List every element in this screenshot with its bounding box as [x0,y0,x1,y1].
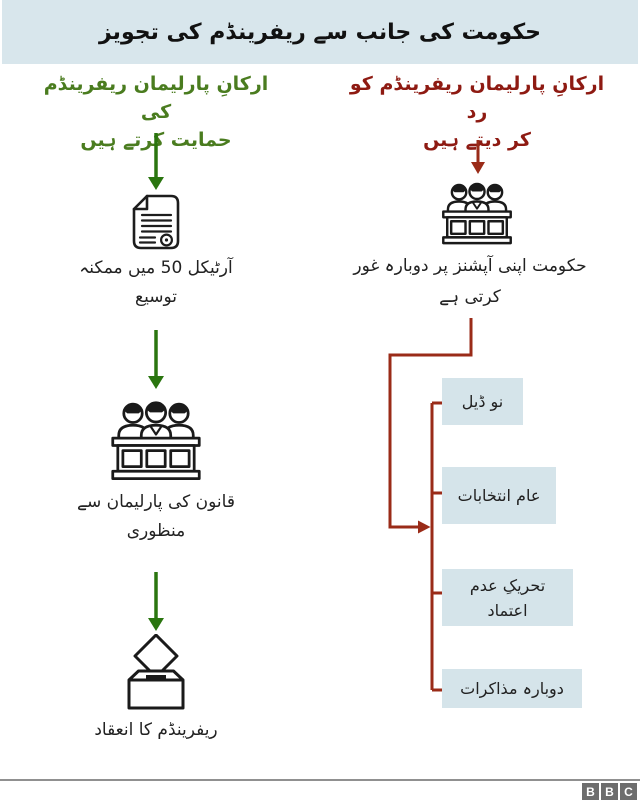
options-stubs [432,401,442,692]
bbc-logo-block-2: B [601,783,618,800]
option-no-confidence-motion: تحریکِ عدم اعتماد [442,569,573,626]
left-branch-header-line2: حمایت کرتے ہیں [80,129,232,151]
reconsider-options-line1: حکومت اپنی آپشنز پر دوبارہ غور [353,256,587,276]
right-branch-header: ارکانِ پارلیمان ریفرینڈم کو رد کر دیتے ہ… [348,70,606,154]
left-branch-header: ارکانِ پارلیمان ریفرینڈم کی حمایت کرتے ہ… [28,70,284,154]
desk [442,210,512,245]
parliament-approval-line1: قانون کی پارلیمان سے [77,492,235,512]
green-arrow-3-head [148,618,164,631]
parliament-approval-label: قانون کی پارلیمان سے منظوری [46,488,266,546]
left-branch-header-line1: ارکانِ پارلیمان ریفرینڈم کی [43,73,269,123]
ballot-box-icon [127,634,185,710]
title-bar: حکومت کی جانب سے ریفرینڈم کی تجویز [2,0,638,64]
document-icon [132,194,180,250]
bbc-logo-block-1: B [582,783,599,800]
referendum-held-label: ریفرینڈم کا انعقاد [56,716,256,745]
parliament-icon [111,401,201,481]
person-left [117,402,149,442]
green-arrow-2-head [148,376,164,389]
article50-label-line1: آرٹیکل 50 میں ممکنہ [79,258,233,278]
parliament-icon [442,182,512,245]
option-no-deal: نو ڈیل [442,378,523,425]
right-branch-header-line2: کر دیتے ہیں [423,129,531,151]
referendum-held-line1: ریفرینڈم کا انعقاد [94,720,218,740]
right-branch-header-line1: ارکانِ پارلیمان ریفرینڈم کو رد [349,73,605,123]
green-arrow-1-head [148,177,164,190]
bbc-logo: B B C [582,783,637,800]
article50-label-line2: توسیع [135,287,177,307]
reconsider-options-label: حکومت اپنی آپشنز پر دوبارہ غور کرتی ہے [346,251,594,313]
option-renegotiation: دوبارہ مذاکرات [442,669,582,708]
page-title: حکومت کی جانب سے ریفرینڈم کی تجویز [99,19,541,45]
options-connector-arrowhead [418,520,431,534]
reconsider-options-line2: کرتی ہے [439,287,501,307]
footer-divider [0,779,640,781]
desk [111,436,201,481]
bbc-logo-block-3: C [620,783,637,800]
person-middle [464,182,490,215]
person-middle [139,401,173,442]
red-arrow-head [471,162,485,174]
parliament-approval-line2: منظوری [126,521,186,541]
article50-label: آرٹیکل 50 میں ممکنہ توسیع [56,254,256,312]
option-general-elections: عام انتخابات [442,467,556,524]
